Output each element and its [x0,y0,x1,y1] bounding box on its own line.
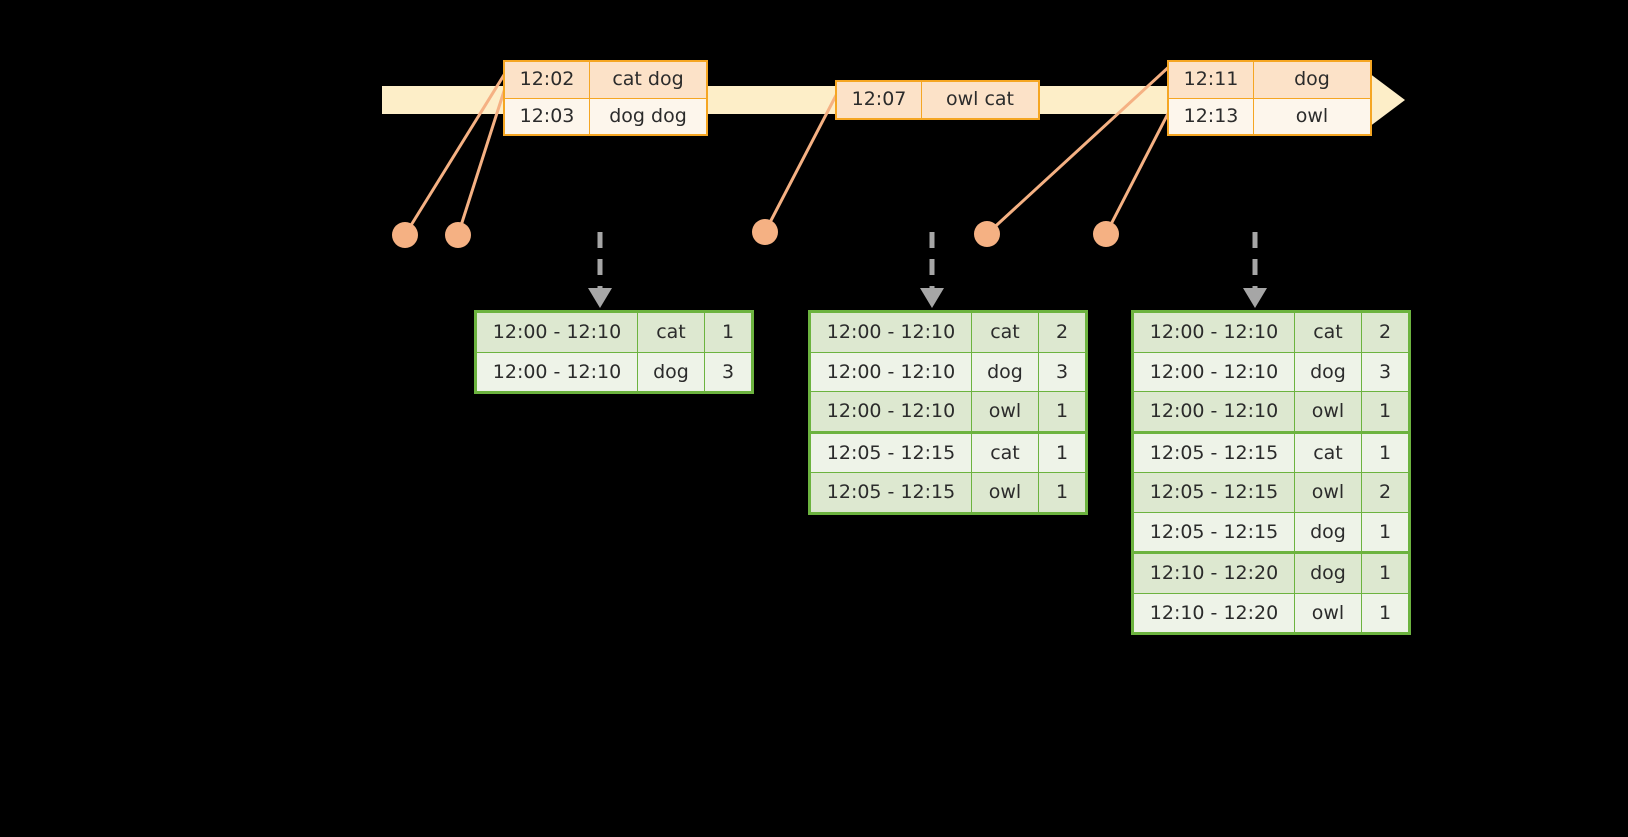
event-words: owl cat [921,80,1040,120]
result-key: dog [1294,552,1362,594]
result-window: 12:10 - 12:20 [1132,592,1295,635]
event-time: 12:07 [835,80,922,120]
result-count: 1 [704,311,753,353]
result-count: 2 [1038,311,1087,353]
result-key: dog [637,351,705,394]
result-count: 1 [1038,391,1087,434]
result-window: 12:05 - 12:15 [809,431,972,473]
result-count: 2 [1361,472,1410,513]
result-count: 2 [1361,311,1410,353]
event-time: 12:11 [1167,60,1254,99]
result-count: 3 [1361,351,1410,392]
result-count: 1 [1038,431,1087,473]
result-count: 1 [1361,552,1410,594]
event-words: cat dog [589,60,708,99]
result-window: 12:05 - 12:15 [1132,511,1295,554]
result-key: dog [971,351,1039,392]
dashed-arrow-head-icon [588,288,612,308]
result-window: 12:00 - 12:10 [1132,391,1295,434]
result-count: 1 [1361,592,1410,635]
timeline-arrow-icon [1369,73,1405,127]
connector-dot [752,219,778,245]
event-words: dog dog [589,97,708,136]
event-words: owl [1253,97,1372,136]
result-window: 12:00 - 12:10 [475,311,638,353]
result-window: 12:10 - 12:20 [1132,552,1295,594]
result-key: cat [971,431,1039,473]
result-key: dog [1294,351,1362,392]
result-key: owl [971,391,1039,434]
result-window: 12:00 - 12:10 [809,351,972,392]
connector-line [1104,99,1177,235]
result-window: 12:00 - 12:10 [1132,351,1295,392]
result-key: cat [1294,431,1362,473]
connector-dot [974,221,1000,247]
result-count: 1 [1038,472,1087,515]
result-window: 12:00 - 12:10 [809,391,972,434]
result-key: owl [1294,592,1362,635]
dashed-arrow-head-icon [920,288,944,308]
result-window: 12:05 - 12:15 [1132,472,1295,513]
result-key: cat [1294,311,1362,353]
result-key: dog [1294,511,1362,554]
result-count: 3 [1038,351,1087,392]
dashed-arrow-head-icon [1243,288,1267,308]
result-key: owl [971,472,1039,515]
result-key: owl [1294,472,1362,513]
event-words: dog [1253,60,1372,99]
result-count: 1 [1361,511,1410,554]
event-time: 12:02 [503,60,590,99]
result-window: 12:00 - 12:10 [809,311,972,353]
result-key: cat [971,311,1039,353]
result-key: owl [1294,391,1362,434]
connector-dot [392,222,418,248]
connector-dot [445,222,471,248]
event-time: 12:03 [503,97,590,136]
result-count: 1 [1361,431,1410,473]
result-count: 3 [704,351,753,394]
result-window: 12:00 - 12:10 [1132,311,1295,353]
result-window: 12:00 - 12:10 [475,351,638,394]
event-time: 12:13 [1167,97,1254,136]
result-key: cat [637,311,705,353]
connector-dot [1093,221,1119,247]
result-count: 1 [1361,391,1410,434]
result-window: 12:05 - 12:15 [1132,431,1295,473]
result-window: 12:05 - 12:15 [809,472,972,515]
